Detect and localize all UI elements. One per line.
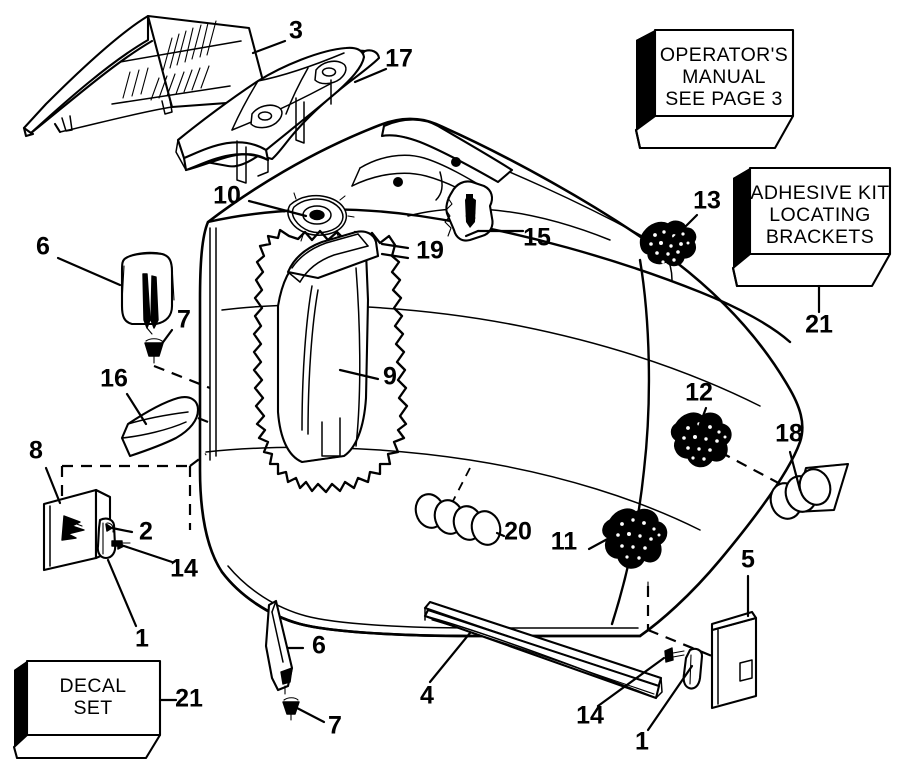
leader-17 [353,67,388,84]
callout-number-21-adhesive: 21 [805,311,833,339]
callout-number-10: 10 [213,182,241,210]
leader-14-right [596,656,666,708]
part-push-rivet-lower [282,697,300,721]
part-screw-right [664,647,685,663]
callout-number-14-left: 14 [170,555,198,583]
operators-manual-line-3: SEE PAGE 3 [665,88,782,110]
callout-number-1-right: 1 [635,728,649,756]
part-latch-keeper-right [682,647,704,690]
callout-number-7-left: 7 [177,306,191,334]
box-adhesive-kit [731,166,892,288]
leader-7-left [156,328,174,351]
part-push-rivet-left [144,338,164,364]
callout-number-18: 18 [775,420,803,448]
part-top-vent-cover [22,14,270,138]
leader-15 [464,229,525,238]
leader-16 [125,392,148,426]
callout-number-15: 15 [523,224,551,252]
part-main-engine-cover [198,117,804,638]
leader-9 [338,368,380,381]
callout-number-19: 19 [416,237,444,265]
callout-number-3: 3 [289,17,303,45]
leader-12 [697,406,708,429]
leader-13 [669,213,699,243]
part-locating-bracket-upper [639,220,697,267]
box-decal-set [12,659,162,759]
callout-number-14-right: 14 [576,702,604,730]
part-clip-bracket-lower [264,599,294,695]
callout-number-21-decal: 21 [175,685,203,713]
leader-10 [247,199,308,218]
callout-number-9: 9 [383,363,397,391]
part-seal-strip [120,396,200,458]
leader-1-left [106,558,138,628]
part-intake-housing [252,228,409,494]
leader-8 [44,466,62,505]
part-side-decal-right [710,610,758,710]
callout-number-17: 17 [385,45,413,73]
leader-20 [452,467,506,538]
callout-number-6-left: 6 [36,233,50,261]
callout-number-20: 20 [504,518,532,546]
box-operators-manual [634,28,795,150]
decal-set-line-1: DECAL [59,675,126,697]
callout-number-4: 4 [420,682,434,710]
part-grommet-seal [283,192,355,242]
leader-4 [428,631,472,684]
leader-1-right [646,664,694,732]
callout-number-16: 16 [100,365,128,393]
callout-number-11: 11 [551,528,578,556]
assembly-dashed-guides-right [646,581,713,658]
part-bumper-pad [769,462,850,520]
part-clip-bracket-left [120,251,175,335]
leader-6-left [56,256,122,287]
callout-number-2: 2 [139,518,153,546]
part-lower-trim-strip [423,600,663,700]
callout-number-12: 12 [685,379,713,407]
callout-number-8: 8 [29,437,43,465]
part-locating-bracket-lower [602,508,668,569]
leader-19 [380,242,410,260]
callout-number-13: 13 [693,187,721,215]
adhesive-kit-line-2: LOCATING [769,204,870,226]
adhesive-kit-line-1: ADHESIVE KIT [750,182,889,204]
leader-7-lower [295,706,326,724]
leader-3 [251,39,287,55]
leader-18 [719,450,802,492]
callout-number-7-lower: 7 [328,712,342,740]
leader-2 [105,523,134,534]
leader-14-left [117,541,174,564]
operators-manual-line-2: MANUAL [682,66,766,88]
decal-set-line-2: SET [73,697,112,719]
callout-number-6-lower: 6 [312,632,326,660]
callout-number-1-left: 1 [135,625,149,653]
leader-11 [587,534,615,551]
operators-manual-line-1: OPERATOR'S [660,44,788,66]
assembly-dashed-guides-left [60,364,211,530]
callout-number-5: 5 [741,546,755,574]
part-latch-plate-screw [444,180,494,242]
adhesive-kit-line-3: BRACKETS [766,226,874,248]
part-plug-buttons [414,493,502,546]
part-upper-trim-panel [175,46,381,184]
